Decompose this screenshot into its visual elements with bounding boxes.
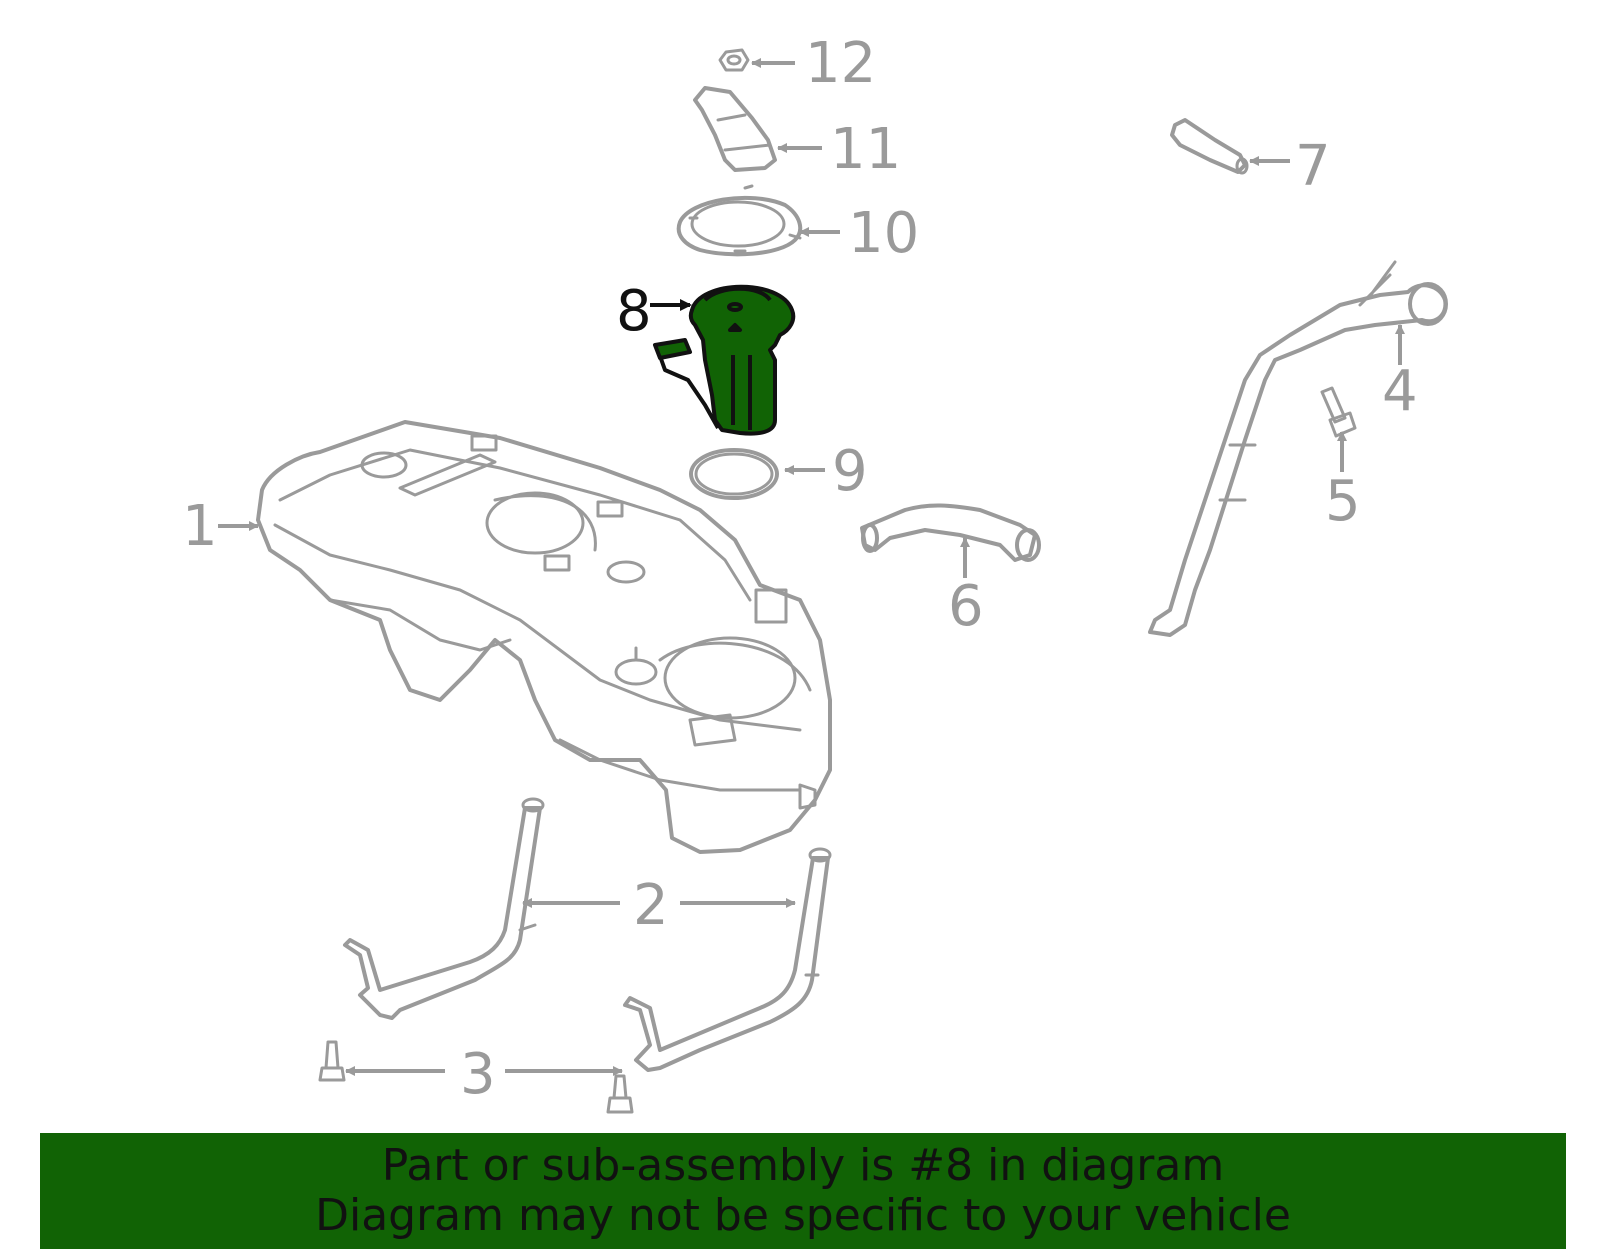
callout-7: 7	[1249, 134, 1331, 199]
callout-label-4: 4	[1382, 359, 1418, 424]
callout-9: 9	[784, 439, 868, 504]
part-2-tank-straps[interactable]	[343, 797, 832, 1072]
callout-label-9: 9	[832, 439, 868, 504]
callout-5: 5	[1325, 431, 1361, 534]
callout-label-3: 3	[460, 1042, 496, 1107]
callout-6: 6	[948, 537, 984, 639]
part-10-lock-ring[interactable]	[676, 184, 803, 257]
part-8-fuel-pump-module[interactable]	[653, 284, 796, 436]
part-12-nut[interactable]	[718, 48, 750, 72]
part-7-vent-tube[interactable]	[1170, 118, 1249, 175]
info-banner: Part or sub-assembly is #8 in diagram Di…	[40, 1133, 1566, 1249]
callout-11: 11	[777, 117, 901, 182]
callout-label-7: 7	[1295, 134, 1331, 199]
part-6-hose[interactable]	[860, 503, 1041, 562]
callout-2: 2	[522, 873, 796, 938]
part-9-gasket[interactable]	[689, 448, 779, 500]
callout-label-10: 10	[848, 201, 919, 266]
part-4-filler-pipe[interactable]	[1148, 260, 1448, 637]
part-5-bolt[interactable]	[1320, 386, 1357, 438]
callout-12: 12	[751, 31, 876, 96]
callout-label-12: 12	[805, 31, 876, 96]
callout-label-6: 6	[948, 574, 984, 639]
part-11-shield[interactable]	[693, 86, 777, 172]
callout-4: 4	[1382, 324, 1418, 424]
callout-label-1: 1	[182, 494, 218, 559]
callout-8: 8	[616, 279, 692, 344]
callout-10: 10	[799, 201, 919, 266]
callout-1: 1	[182, 494, 259, 559]
part-1-fuel-tank[interactable]	[256, 420, 832, 854]
callout-label-5: 5	[1325, 469, 1361, 534]
callout-label-8: 8	[616, 279, 652, 344]
banner-line-1: Part or sub-assembly is #8 in diagram	[381, 1140, 1225, 1191]
callout-3: 3	[345, 1042, 623, 1107]
part-3-bolts[interactable]	[318, 1040, 634, 1114]
callout-label-2: 2	[633, 873, 669, 938]
callout-label-11: 11	[830, 117, 901, 182]
banner-line-2: Diagram may not be specific to your vehi…	[315, 1190, 1291, 1241]
